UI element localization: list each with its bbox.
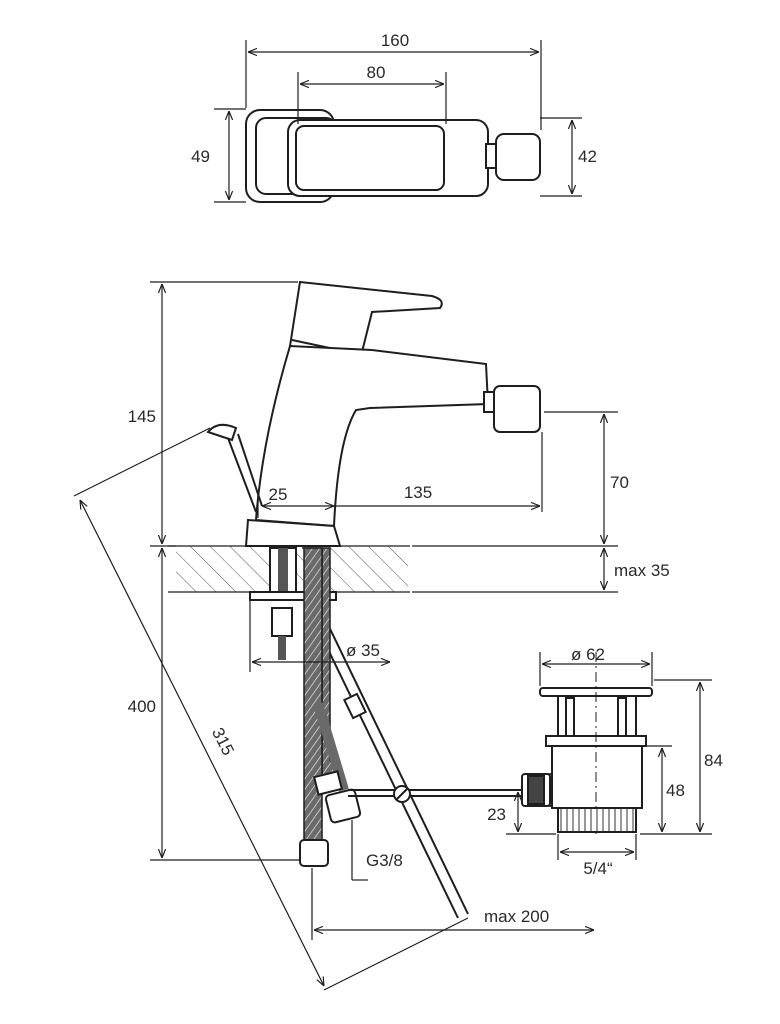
dim-dia35-label: ø 35 — [346, 641, 380, 660]
dim-g38-label: G3/8 — [366, 851, 403, 870]
dim-84-label: 84 — [704, 751, 723, 770]
dim-max200-label: max 200 — [484, 907, 549, 926]
waste-thread — [557, 807, 637, 833]
side-view: 145 25 135 70 max 35 ø 35 400 315 G3/8 m… — [73, 280, 670, 991]
dim-49-label: 49 — [191, 147, 210, 166]
top-view-body — [245, 109, 541, 203]
dim-135-label: 135 — [404, 483, 432, 502]
dim-400-label: 400 — [128, 697, 156, 716]
top-view-dimension-lines — [214, 40, 582, 203]
dim-70-label: 70 — [610, 473, 629, 492]
side-dimension-lines — [73, 281, 618, 991]
waste-fitting: ø 62 84 48 23 5/4“ — [487, 645, 723, 878]
dim-42-label: 42 — [578, 147, 597, 166]
waste-body — [521, 652, 653, 834]
dim-160-label: 160 — [381, 31, 409, 50]
dim-max35-label: max 35 — [614, 561, 670, 580]
waste-dimension-lines — [506, 652, 712, 860]
pop-up-rod — [206, 423, 469, 919]
dim-dia62-label: ø 62 — [571, 645, 605, 664]
dim-25-label: 25 — [269, 485, 288, 504]
linkage-rod — [348, 785, 528, 803]
dim-48-label: 48 — [666, 781, 685, 800]
dim-145-label: 145 — [128, 407, 156, 426]
dim-80-label: 80 — [367, 63, 386, 82]
top-view: 160 80 49 42 — [191, 31, 597, 203]
dim-23-label: 23 — [487, 805, 506, 824]
dim-54-label: 5/4“ — [583, 859, 613, 878]
dim-315-label: 315 — [208, 725, 238, 759]
